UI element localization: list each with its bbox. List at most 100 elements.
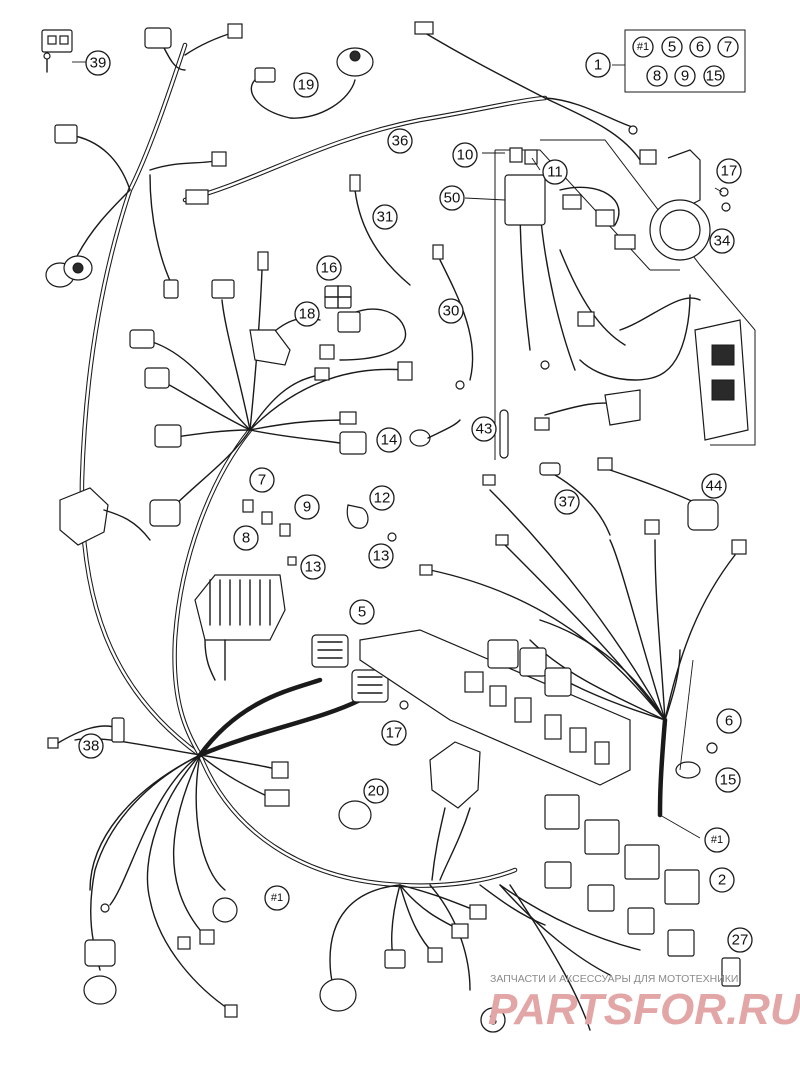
- callout-13a: 13: [368, 543, 394, 569]
- connector-mid-j: [397, 361, 413, 381]
- connector-44: [687, 499, 719, 531]
- callout-7: 7: [249, 467, 275, 493]
- connector-left-d: [163, 279, 179, 299]
- connector-mid-c: [154, 424, 182, 448]
- connector-mid-a: [129, 329, 155, 349]
- relay-socket-d: [667, 929, 695, 957]
- callout-27: 27: [727, 927, 753, 953]
- connector-50c: [614, 234, 636, 250]
- connector-multi-a: [487, 639, 519, 669]
- screw-6: [706, 742, 718, 754]
- relay-socket-a: [544, 861, 572, 889]
- connector-mid-i: [339, 431, 367, 455]
- connector-top-left: [144, 27, 172, 49]
- relay-2a: [544, 794, 580, 830]
- callout-38: 38: [78, 733, 104, 759]
- kit-item-8: 8: [646, 65, 668, 87]
- connector-27: [721, 957, 741, 987]
- svg-text:30: 30: [443, 303, 460, 320]
- callout-2: 2: [709, 867, 735, 893]
- svg-text:7: 7: [724, 39, 732, 56]
- callout-43: 43: [471, 416, 497, 442]
- ring-bl: [100, 903, 110, 913]
- svg-text:8: 8: [242, 530, 250, 547]
- svg-text:15: 15: [706, 68, 723, 85]
- connector-bc-a: [319, 978, 357, 1012]
- svg-text:20: 20: [368, 783, 385, 800]
- connector-left-b: [211, 151, 227, 167]
- callout-3: 3: [480, 1007, 506, 1033]
- callout-34: 34: [709, 228, 735, 254]
- fuse-7: [242, 499, 254, 513]
- connector-multi-b: [519, 647, 547, 677]
- callout-10: 10: [452, 142, 478, 168]
- svg-text:18: 18: [299, 306, 316, 323]
- connector-50e: [534, 417, 550, 431]
- connector-bl-a: [84, 939, 116, 967]
- callout-h1-bottom: #1: [264, 885, 290, 911]
- connector-50d: [577, 311, 595, 327]
- relay-2c: [624, 844, 660, 880]
- svg-text:6: 6: [696, 39, 704, 56]
- connector-bl-b: [83, 975, 117, 1005]
- sensor-37: [539, 462, 561, 476]
- svg-text:#1: #1: [271, 892, 283, 904]
- svg-text:44: 44: [706, 478, 723, 495]
- wire-end-a: [482, 474, 496, 486]
- callout-11: 11: [542, 159, 568, 185]
- callout-19: 19: [293, 72, 319, 98]
- watermark-logo: PARTSFOR.RU: [488, 985, 800, 1034]
- callout-17a: 17: [716, 158, 742, 184]
- connector-top-small: [227, 23, 243, 39]
- connector-right-top: [639, 149, 657, 165]
- svg-text:2: 2: [718, 872, 726, 889]
- svg-text:7: 7: [258, 472, 266, 489]
- connector-44a: [597, 457, 613, 471]
- connector-bc-c: [427, 947, 443, 963]
- fuse-10: [509, 147, 523, 163]
- callout-44: 44: [701, 473, 727, 499]
- kit-item-7: 7: [717, 36, 739, 58]
- callouts: 1 2 3 5 6 7 8 9 10 11 12 13 13 14 15 16 …: [78, 50, 753, 1033]
- watermark-text: ЗАПЧАСТИ И АКСЕССУАРЫ ДЛЯ МОТОТЕХНИКИ: [490, 973, 738, 985]
- svg-text:5: 5: [358, 604, 366, 621]
- svg-text:43: 43: [476, 421, 493, 438]
- svg-text:#1: #1: [711, 834, 723, 846]
- connector-round-bl: [212, 897, 238, 923]
- svg-text:#1: #1: [637, 41, 649, 53]
- svg-text:17: 17: [721, 163, 738, 180]
- kit-item-9: 9: [674, 65, 696, 87]
- connector-bc-b: [384, 949, 406, 969]
- svg-text:9: 9: [303, 499, 311, 516]
- svg-text:31: 31: [377, 209, 394, 226]
- callout-15: 15: [715, 767, 741, 793]
- svg-text:13: 13: [305, 559, 322, 576]
- kit-item-6: 6: [689, 36, 711, 58]
- connector-right-a: [644, 519, 660, 535]
- svg-text:50: 50: [444, 190, 461, 207]
- kit-box-1: #1 5 6 7 8 9 15: [612, 29, 746, 93]
- callout-30: 30: [438, 298, 464, 324]
- clamp-12: [346, 504, 369, 529]
- kit-item-5: 5: [661, 36, 683, 58]
- bulb-a: [628, 125, 638, 135]
- svg-text:19: 19: [298, 77, 315, 94]
- callout-1: 1: [585, 52, 611, 78]
- cable-tie-14: [409, 419, 461, 447]
- connector-hub-a: [271, 761, 289, 779]
- callout-50: 50: [439, 185, 465, 211]
- svg-text:12: 12: [374, 490, 391, 507]
- wire-end-c: [419, 564, 433, 576]
- strap-43: [499, 409, 509, 459]
- callout-8: 8: [233, 525, 259, 551]
- relay-2b: [584, 819, 620, 855]
- svg-text:13: 13: [373, 548, 390, 565]
- connector-bl-e: [224, 1004, 238, 1018]
- sensor-38: [47, 717, 125, 749]
- callout-14: 14: [376, 427, 402, 453]
- connector-mid-b: [144, 367, 170, 389]
- svg-text:3: 3: [489, 1012, 497, 1029]
- screw-17a-2: [721, 202, 731, 212]
- callout-12: 12: [369, 485, 395, 511]
